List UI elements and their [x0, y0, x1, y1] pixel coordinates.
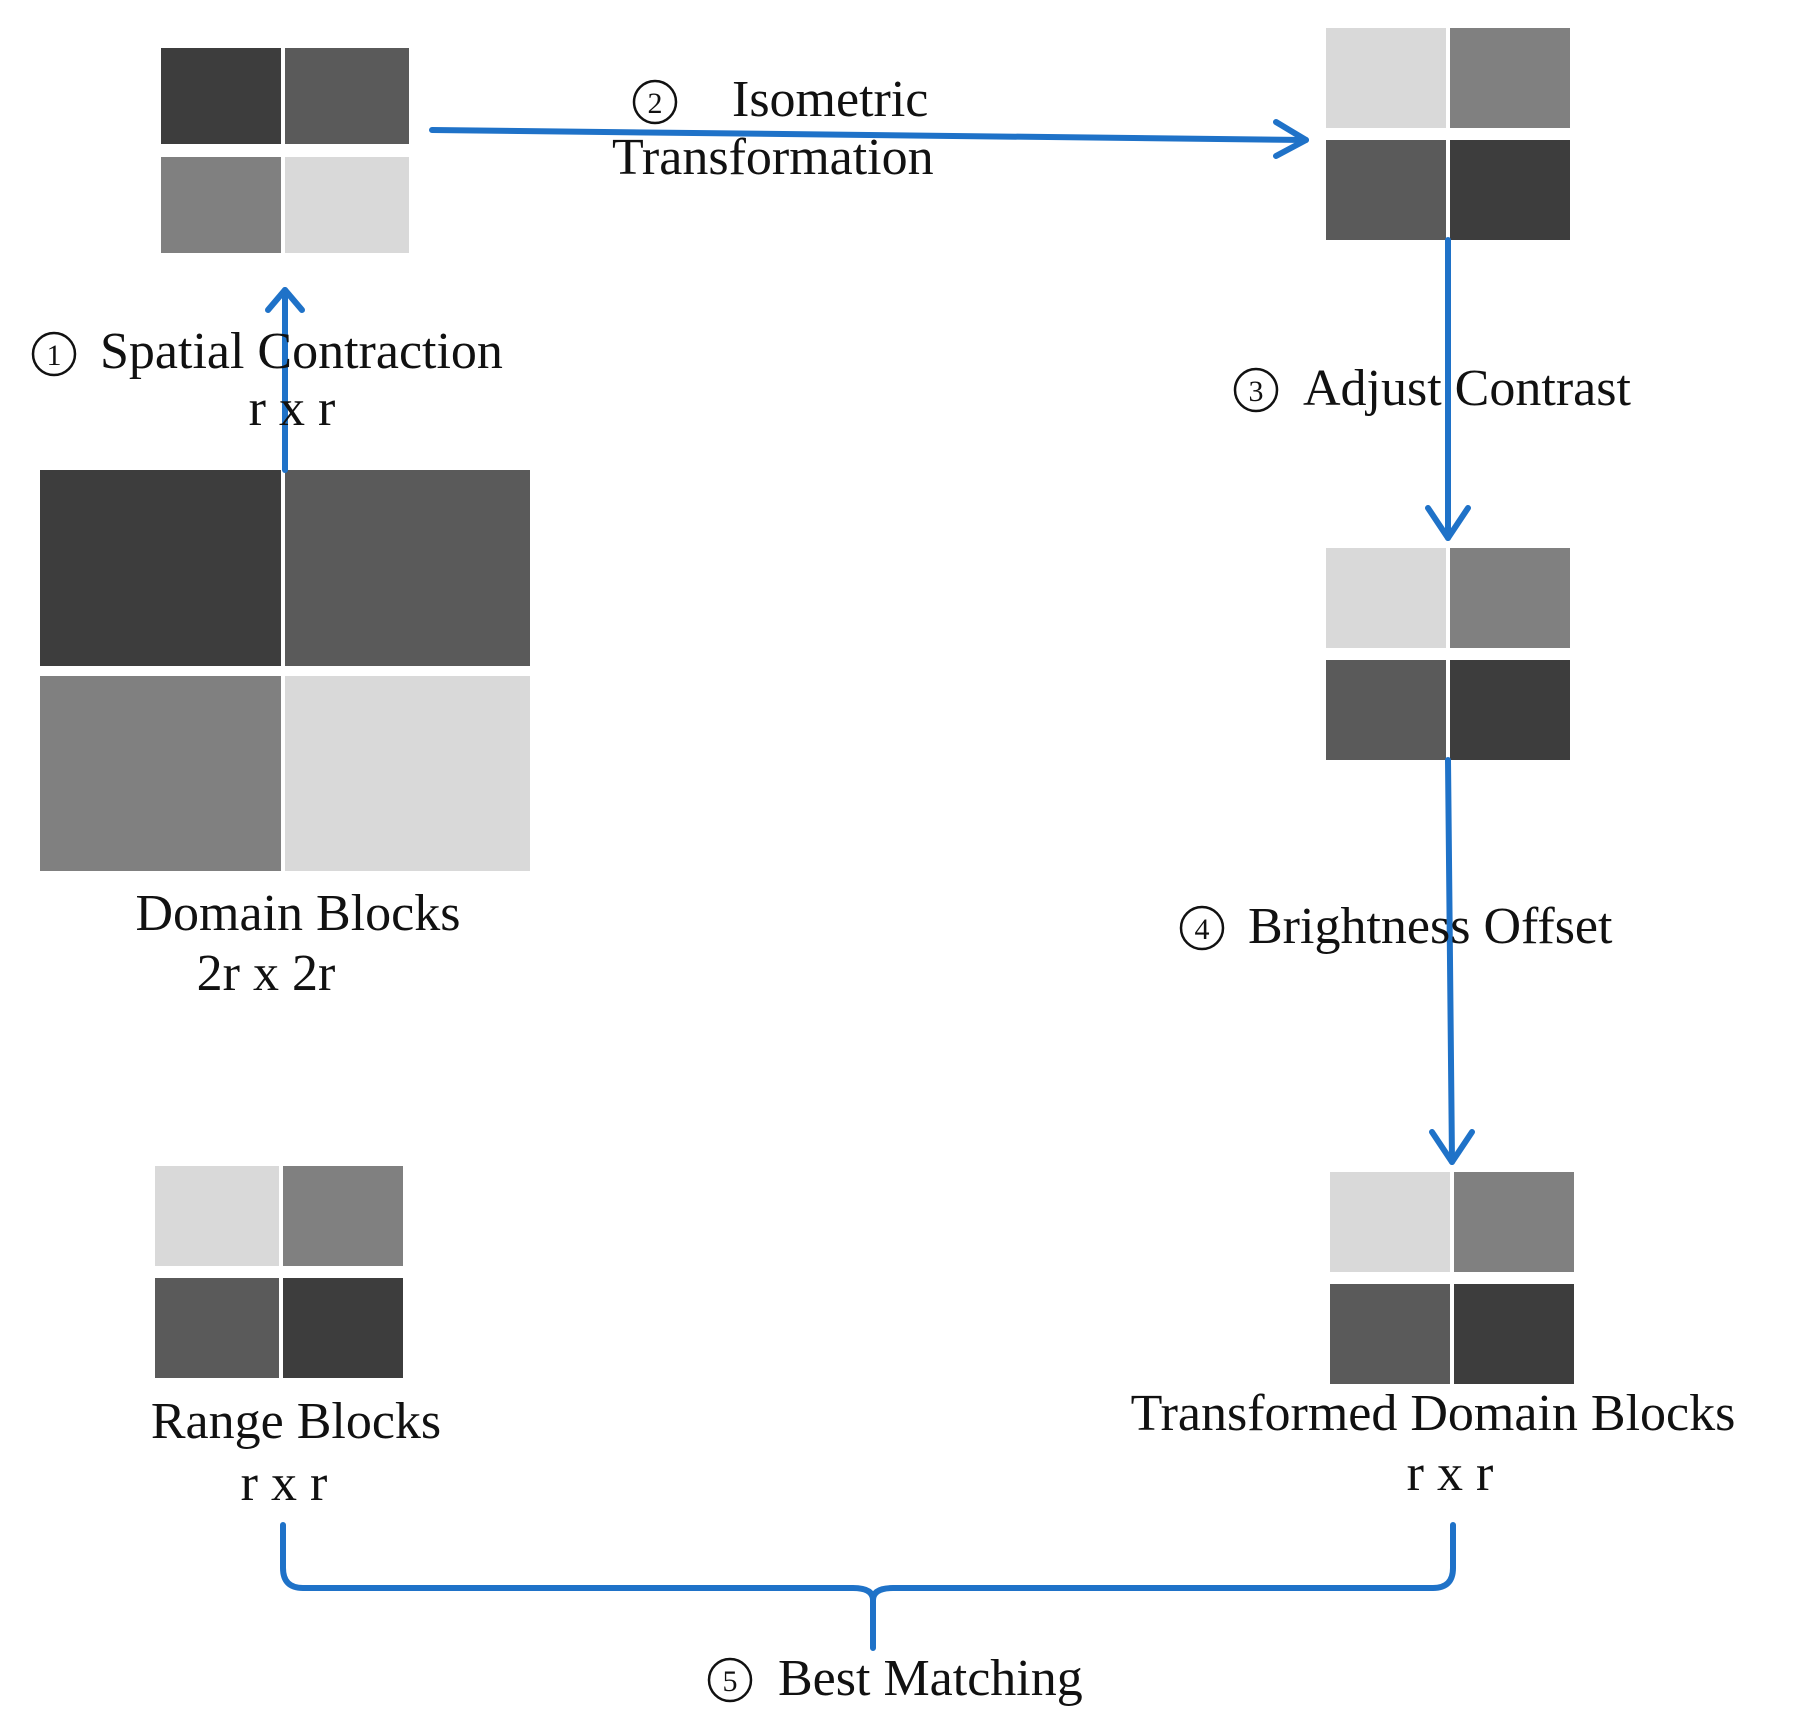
- range-cell-1: [155, 1166, 279, 1266]
- domain-caption: Domain Blocks 2r x 2r: [136, 885, 461, 1002]
- range-cell-2: [283, 1166, 403, 1266]
- contrast-block: [1326, 548, 1570, 760]
- step-2-label: 2 Isometric Transformation: [612, 71, 934, 186]
- step-5-label: 5 Best Matching: [707, 1650, 1083, 1707]
- contrast-cell-1: [1326, 548, 1446, 648]
- isometric-block: [1326, 28, 1570, 240]
- arrow-adjust-contrast: [1425, 237, 1471, 541]
- step-5-number: 5: [723, 1665, 738, 1698]
- isometric-cell-1: [1326, 28, 1446, 128]
- range-caption-title: Range Blocks: [151, 1393, 441, 1450]
- step-2-number-badge: [632, 79, 678, 125]
- step-1-label: 1 Spatial Contraction r x r: [31, 323, 503, 437]
- range-caption-size: r x r: [241, 1455, 328, 1512]
- step-4-number: 4: [1195, 913, 1210, 946]
- contracted-cell-3: [161, 157, 281, 253]
- isometric-cell-2: [1450, 28, 1570, 128]
- arrow-brightness-offset: [1429, 757, 1475, 1165]
- step-3-label: 3 Adjust Contrast: [1233, 360, 1631, 417]
- contracted-cell-1: [161, 48, 281, 144]
- contrast-cell-3: [1326, 660, 1446, 760]
- transformed-caption-size: r x r: [1407, 1445, 1494, 1502]
- domain-block: [40, 470, 530, 871]
- step-4-label: 4 Brightness Offset: [1179, 898, 1613, 955]
- step-4-title: Brightness Offset: [1248, 898, 1613, 955]
- contracted-cell-2: [285, 48, 409, 144]
- domain-cell-4: [285, 676, 530, 871]
- transformed-cell-4: [1454, 1284, 1574, 1384]
- transformed-cell-2: [1454, 1172, 1574, 1272]
- contracted-cell-4: [285, 157, 409, 253]
- contrast-cell-4: [1450, 660, 1570, 760]
- domain-cell-1: [40, 470, 281, 666]
- step-4-number-badge: [1179, 905, 1225, 951]
- domain-cell-3: [40, 676, 281, 871]
- step-1-title: Spatial Contraction: [100, 323, 503, 380]
- step-3-number-badge: [1233, 367, 1279, 413]
- range-caption: Range Blocks r x r: [151, 1393, 441, 1512]
- contracted-block: [161, 48, 409, 253]
- best-matching-brace: [280, 1522, 1456, 1651]
- step-5-title: Best Matching: [778, 1650, 1083, 1707]
- step-3-title: Adjust Contrast: [1303, 360, 1631, 417]
- arrow-spatial-contraction: [265, 287, 305, 473]
- step-1-number: 1: [47, 339, 62, 372]
- transformed-block: [1330, 1172, 1574, 1384]
- contrast-cell-2: [1450, 548, 1570, 648]
- domain-cell-2: [285, 470, 530, 666]
- arrow-isometric: [429, 119, 1309, 159]
- step-2-title-line2: Transformation: [612, 129, 934, 186]
- step-2-number: 2: [648, 87, 663, 120]
- transformed-caption-title: Transformed Domain Blocks: [1131, 1385, 1736, 1442]
- range-cell-3: [155, 1278, 279, 1378]
- step-3-number: 3: [1249, 375, 1264, 408]
- range-block: [155, 1166, 403, 1378]
- transformed-caption: Transformed Domain Blocks r x r: [1131, 1385, 1736, 1502]
- range-cell-4: [283, 1278, 403, 1378]
- step-2-title: Isometric: [732, 71, 928, 128]
- isometric-cell-3: [1326, 140, 1446, 240]
- transformed-cell-1: [1330, 1172, 1450, 1272]
- step-5-number-badge: [707, 1657, 753, 1703]
- step-1-number-badge: [31, 331, 77, 377]
- transformed-cell-3: [1330, 1284, 1450, 1384]
- domain-caption-title: Domain Blocks: [136, 885, 461, 942]
- step-1-size: r x r: [249, 380, 336, 437]
- isometric-cell-4: [1450, 140, 1570, 240]
- domain-caption-size: 2r x 2r: [197, 945, 336, 1002]
